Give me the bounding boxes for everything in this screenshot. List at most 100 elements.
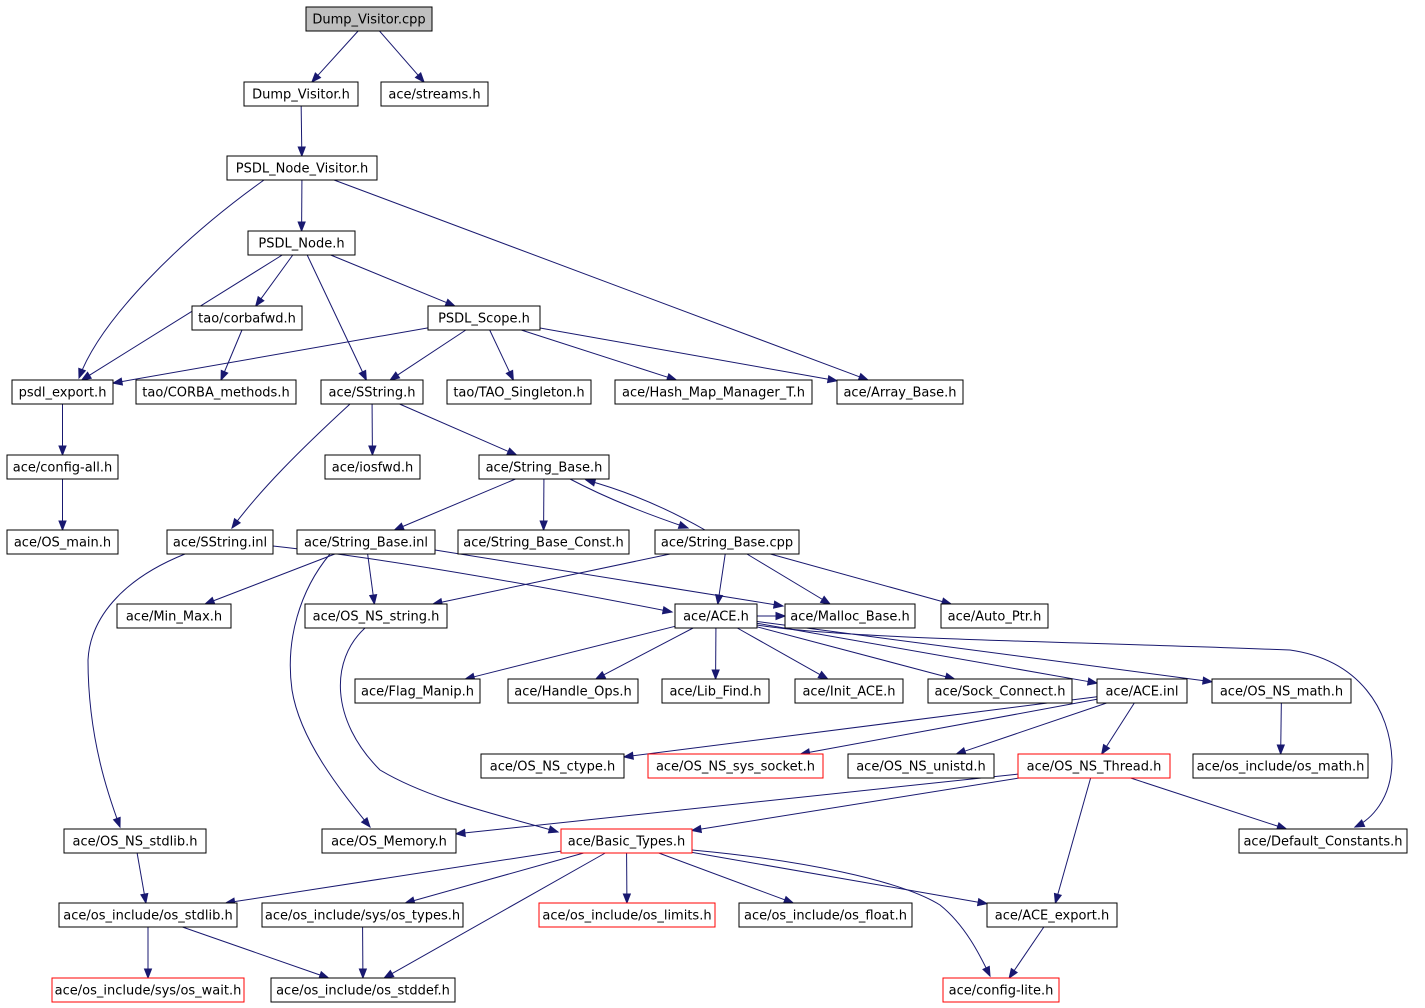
node-tao-corbafwd-h[interactable]: tao/corbafwd.h bbox=[191, 305, 303, 331]
node-box[interactable] bbox=[11, 379, 114, 405]
node-ace-ace-h[interactable]: ace/ACE.h bbox=[674, 603, 758, 629]
node-box[interactable] bbox=[738, 902, 913, 928]
node-box[interactable] bbox=[647, 753, 824, 779]
node-box[interactable] bbox=[1017, 753, 1171, 779]
node-tao-corba-methods-h[interactable]: tao/CORBA_methods.h bbox=[135, 379, 297, 405]
node-dump-visitor-cpp[interactable]: Dump_Visitor.cpp bbox=[305, 6, 433, 32]
node-box[interactable] bbox=[1211, 678, 1352, 704]
node-box[interactable] bbox=[58, 902, 238, 928]
node-ace-array-base-h[interactable]: ace/Array_Base.h bbox=[836, 379, 964, 405]
node-box[interactable] bbox=[457, 529, 630, 555]
node-ace-os-include-os-float-h[interactable]: ace/os_include/os_float.h bbox=[738, 902, 913, 928]
node-box[interactable] bbox=[560, 828, 693, 854]
node-ace-ace-export-h[interactable]: ace/ACE_export.h bbox=[986, 902, 1118, 928]
node-ace-os-ns-string-h[interactable]: ace/OS_NS_string.h bbox=[304, 603, 448, 629]
node-ace-os-include-os-math-h[interactable]: ace/os_include/os_math.h bbox=[1192, 753, 1369, 779]
node-psdl-node-visitor-h[interactable]: PSDL_Node_Visitor.h bbox=[226, 155, 378, 181]
node-box[interactable] bbox=[538, 902, 716, 928]
node-ace-iosfwd-h[interactable]: ace/iosfwd.h bbox=[324, 454, 421, 480]
node-ace-string-base-inl[interactable]: ace/String_Base.inl bbox=[296, 529, 436, 555]
node-box[interactable] bbox=[6, 529, 119, 555]
node-ace-handle-ops-h[interactable]: ace/Handle_Ops.h bbox=[507, 678, 639, 704]
node-box[interactable] bbox=[261, 902, 464, 928]
node-box[interactable] bbox=[986, 902, 1118, 928]
node-ace-sock-connect-h[interactable]: ace/Sock_Connect.h bbox=[927, 678, 1073, 704]
node-dump-visitor-h[interactable]: Dump_Visitor.h bbox=[243, 81, 359, 107]
node-ace-ace-inl[interactable]: ace/ACE.inl bbox=[1096, 678, 1188, 704]
node-ace-streams-h[interactable]: ace/streams.h bbox=[380, 81, 489, 107]
node-box[interactable] bbox=[6, 454, 119, 480]
node-box[interactable] bbox=[226, 155, 378, 181]
node-box[interactable] bbox=[427, 305, 541, 331]
node-box[interactable] bbox=[836, 379, 964, 405]
node-box[interactable] bbox=[1192, 753, 1369, 779]
node-ace-lib-find-h[interactable]: ace/Lib_Find.h bbox=[661, 678, 770, 704]
node-ace-flag-manip-h[interactable]: ace/Flag_Manip.h bbox=[354, 678, 481, 704]
node-ace-hash-map-manager-t-h[interactable]: ace/Hash_Map_Manager_T.h bbox=[614, 379, 813, 405]
node-ace-auto-ptr-h[interactable]: ace/Auto_Ptr.h bbox=[940, 603, 1049, 629]
node-box[interactable] bbox=[270, 977, 456, 1003]
node-box[interactable] bbox=[51, 977, 245, 1003]
node-box[interactable] bbox=[243, 81, 359, 107]
node-ace-os-include-sys-os-wait-h[interactable]: ace/os_include/sys/os_wait.h bbox=[51, 977, 245, 1003]
node-tao-tao-singleton-h[interactable]: tao/TAO_Singleton.h bbox=[446, 379, 592, 405]
node-ace-os-include-sys-os-types-h[interactable]: ace/os_include/sys/os_types.h bbox=[261, 902, 464, 928]
node-box[interactable] bbox=[320, 379, 424, 405]
node-box[interactable] bbox=[847, 753, 995, 779]
node-box[interactable] bbox=[940, 603, 1049, 629]
node-ace-string-base-h[interactable]: ace/String_Base.h bbox=[478, 454, 610, 480]
node-box[interactable] bbox=[1096, 678, 1188, 704]
node-ace-string-base-const-h[interactable]: ace/String_Base_Const.h bbox=[457, 529, 630, 555]
node-box[interactable] bbox=[324, 454, 421, 480]
node-box[interactable] bbox=[446, 379, 592, 405]
node-box[interactable] bbox=[63, 828, 207, 854]
node-box[interactable] bbox=[614, 379, 813, 405]
node-box[interactable] bbox=[354, 678, 481, 704]
node-box[interactable] bbox=[296, 529, 436, 555]
node-ace-os-ns-sys-socket-h[interactable]: ace/OS_NS_sys_socket.h bbox=[647, 753, 824, 779]
node-ace-malloc-base-h[interactable]: ace/Malloc_Base.h bbox=[784, 603, 916, 629]
node-ace-os-include-os-limits-h[interactable]: ace/os_include/os_limits.h bbox=[538, 902, 716, 928]
node-box[interactable] bbox=[674, 603, 758, 629]
node-psdl-node-h[interactable]: PSDL_Node.h bbox=[247, 230, 356, 256]
node-box[interactable] bbox=[304, 603, 448, 629]
node-ace-default-constants-h[interactable]: ace/Default_Constants.h bbox=[1238, 828, 1408, 854]
node-psdl-scope-h[interactable]: PSDL_Scope.h bbox=[427, 305, 541, 331]
node-box[interactable] bbox=[784, 603, 916, 629]
node-box[interactable] bbox=[191, 305, 303, 331]
node-ace-os-include-os-stddef-h[interactable]: ace/os_include/os_stddef.h bbox=[270, 977, 456, 1003]
node-box[interactable] bbox=[166, 529, 274, 555]
node-box[interactable] bbox=[927, 678, 1073, 704]
node-box[interactable] bbox=[507, 678, 639, 704]
node-ace-string-base-cpp[interactable]: ace/String_Base.cpp bbox=[654, 529, 800, 555]
node-box[interactable] bbox=[116, 603, 232, 629]
node-box[interactable] bbox=[942, 977, 1060, 1003]
node-box[interactable] bbox=[480, 753, 625, 779]
node-ace-config-all-h[interactable]: ace/config-all.h bbox=[6, 454, 119, 480]
node-psdl-export-h[interactable]: psdl_export.h bbox=[11, 379, 114, 405]
node-ace-sstring-h[interactable]: ace/SString.h bbox=[320, 379, 424, 405]
node-ace-basic-types-h[interactable]: ace/Basic_Types.h bbox=[560, 828, 693, 854]
node-ace-os-main-h[interactable]: ace/OS_main.h bbox=[6, 529, 119, 555]
node-ace-os-memory-h[interactable]: ace/OS_Memory.h bbox=[321, 828, 457, 854]
node-box[interactable] bbox=[661, 678, 770, 704]
node-ace-sstring-inl[interactable]: ace/SString.inl bbox=[166, 529, 274, 555]
node-ace-init-ace-h[interactable]: ace/Init_ACE.h bbox=[794, 678, 904, 704]
node-ace-os-ns-unistd-h[interactable]: ace/OS_NS_unistd.h bbox=[847, 753, 995, 779]
node-ace-config-lite-h[interactable]: ace/config-lite.h bbox=[942, 977, 1060, 1003]
node-ace-os-ns-ctype-h[interactable]: ace/OS_NS_ctype.h bbox=[480, 753, 625, 779]
node-box[interactable] bbox=[380, 81, 489, 107]
node-ace-os-ns-math-h[interactable]: ace/OS_NS_math.h bbox=[1211, 678, 1352, 704]
node-box[interactable] bbox=[1238, 828, 1408, 854]
node-ace-min-max-h[interactable]: ace/Min_Max.h bbox=[116, 603, 232, 629]
node-ace-os-ns-stdlib-h[interactable]: ace/OS_NS_stdlib.h bbox=[63, 828, 207, 854]
node-box[interactable] bbox=[247, 230, 356, 256]
node-box[interactable] bbox=[135, 379, 297, 405]
node-box[interactable] bbox=[794, 678, 904, 704]
node-ace-os-ns-thread-h[interactable]: ace/OS_NS_Thread.h bbox=[1017, 753, 1171, 779]
node-ace-os-include-os-stdlib-h[interactable]: ace/os_include/os_stdlib.h bbox=[58, 902, 238, 928]
node-box[interactable] bbox=[321, 828, 457, 854]
node-box[interactable] bbox=[478, 454, 610, 480]
node-box[interactable] bbox=[654, 529, 800, 555]
node-box[interactable] bbox=[305, 6, 433, 32]
